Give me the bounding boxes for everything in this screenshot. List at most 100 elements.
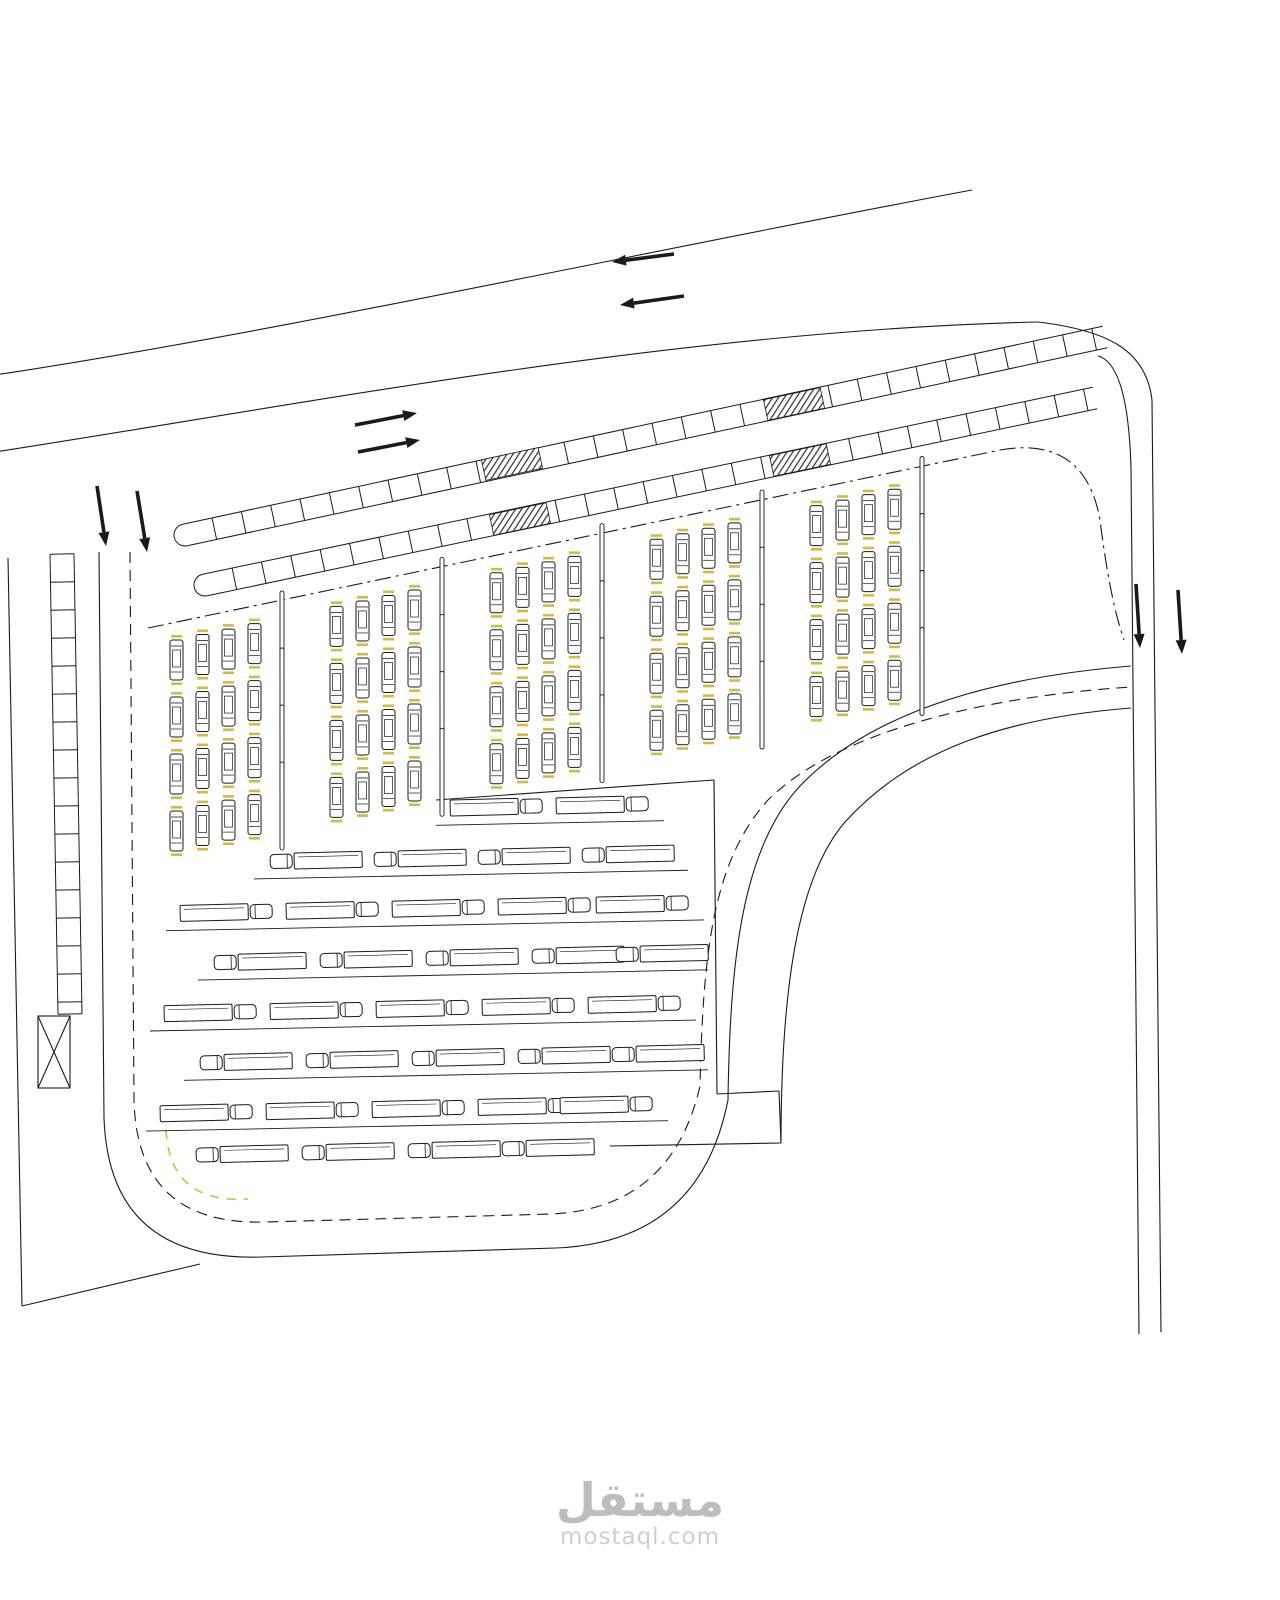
bus-icon — [515, 562, 530, 613]
gate-box — [37, 1015, 71, 1089]
truck-icon — [159, 1103, 253, 1123]
bus-icon — [887, 541, 902, 592]
truck-icon — [269, 850, 363, 870]
truck-icon — [265, 1101, 359, 1121]
truck-icon — [373, 848, 467, 868]
truck-icon — [611, 1044, 705, 1063]
truck-icon — [407, 1140, 501, 1159]
bus-icon — [515, 619, 530, 670]
bus-icon — [649, 534, 664, 585]
bus-icon — [329, 601, 344, 652]
perimeter-road-dashed-centerline — [129, 551, 1132, 1223]
bus-icon — [675, 585, 690, 636]
truck-icon — [497, 896, 591, 916]
truck-icon — [285, 901, 379, 920]
truck-icon — [371, 1099, 465, 1119]
bus-icon — [727, 517, 742, 568]
static-linework — [0, 189, 1162, 1335]
bus-icon — [515, 676, 530, 727]
bus-icon — [809, 671, 824, 722]
truck-icon — [269, 1001, 363, 1021]
northeast-corner-outer — [1037, 321, 1153, 401]
bus-icon — [381, 590, 396, 641]
west-site-boundary — [7, 557, 23, 1307]
stall-divider-line — [197, 969, 709, 981]
bus-icon — [169, 806, 184, 856]
bus-icon — [887, 484, 902, 535]
bus-icon — [541, 727, 556, 778]
parking-island — [599, 694, 605, 784]
truck-icon — [559, 1095, 653, 1115]
generated-layers — [49, 252, 1187, 1163]
bus-icon — [407, 585, 422, 636]
bus-icon — [809, 557, 824, 608]
bus-icon — [489, 738, 504, 789]
truck-icon — [555, 795, 649, 815]
truck-icon — [319, 949, 413, 969]
eastbound-lane-arrow-1-icon — [354, 410, 417, 427]
yellow-dashed-marking — [165, 1129, 249, 1201]
crosswalk-hatch-3 — [488, 502, 552, 536]
west-entry-arrow-2-icon — [135, 490, 151, 552]
bus-icon — [221, 624, 236, 675]
bus-icon — [169, 749, 184, 799]
bus-icon — [887, 598, 902, 649]
bus-icon — [489, 681, 504, 732]
bus-icon — [649, 648, 664, 699]
truck-parking-area — [145, 795, 709, 1163]
bus-icon — [835, 495, 850, 546]
truck-icon — [213, 951, 307, 971]
southwest-boundary — [21, 1263, 201, 1307]
access-road-west-edge — [727, 665, 1132, 1101]
bus-icon — [809, 500, 824, 551]
parking-island — [439, 727, 445, 817]
west-entry-arrow-1-icon — [95, 485, 110, 546]
east-road-inner-edge — [1130, 467, 1140, 1335]
crosswalk-hatch-1 — [480, 447, 544, 481]
truck-icon — [531, 945, 625, 965]
main-road-south-edge — [0, 321, 1039, 452]
crosswalk-hatch-4 — [768, 443, 832, 477]
bus-icon — [541, 670, 556, 721]
bus-icon — [809, 614, 824, 665]
main-road-north-edge — [0, 189, 973, 375]
truck-block-bottom-edge — [609, 1142, 782, 1147]
bus-icon — [701, 580, 716, 631]
stall-divider-line — [253, 869, 689, 880]
stall-divider-line — [165, 919, 705, 932]
bus-icon — [195, 800, 210, 851]
bus-icon — [567, 722, 582, 773]
truck-icon — [449, 797, 543, 817]
bus-icon — [861, 603, 876, 654]
bus-icon — [727, 631, 742, 682]
bus-icon — [381, 704, 396, 755]
truck-icon — [477, 1097, 571, 1116]
east-road-arrow-2-icon — [1175, 589, 1187, 654]
bus-icon — [381, 647, 396, 698]
truck-icon — [615, 943, 709, 963]
truck-icon — [375, 999, 469, 1018]
bus-icon — [489, 567, 504, 618]
bus-icon — [329, 658, 344, 709]
bus-icon — [567, 551, 582, 602]
bus-icon — [407, 642, 422, 693]
bus-icon — [247, 789, 262, 840]
stall-divider-line — [183, 1069, 709, 1081]
east-road-outer-edge — [1151, 399, 1162, 1333]
eastbound-lane-arrow-2-icon — [357, 437, 420, 454]
bus-icon — [247, 675, 262, 726]
bus-icon — [701, 523, 716, 574]
bus-icon — [861, 660, 876, 711]
bus-icon — [195, 743, 210, 794]
bus-icon — [727, 688, 742, 739]
truck-icon — [425, 947, 519, 967]
bus-icon — [221, 681, 236, 732]
bus-icon — [221, 738, 236, 789]
bus-icon — [407, 756, 422, 807]
truck-icon — [305, 1050, 399, 1069]
bus-icon — [701, 637, 716, 688]
parking-island — [919, 627, 925, 716]
access-road-east-edge — [780, 707, 1132, 1144]
